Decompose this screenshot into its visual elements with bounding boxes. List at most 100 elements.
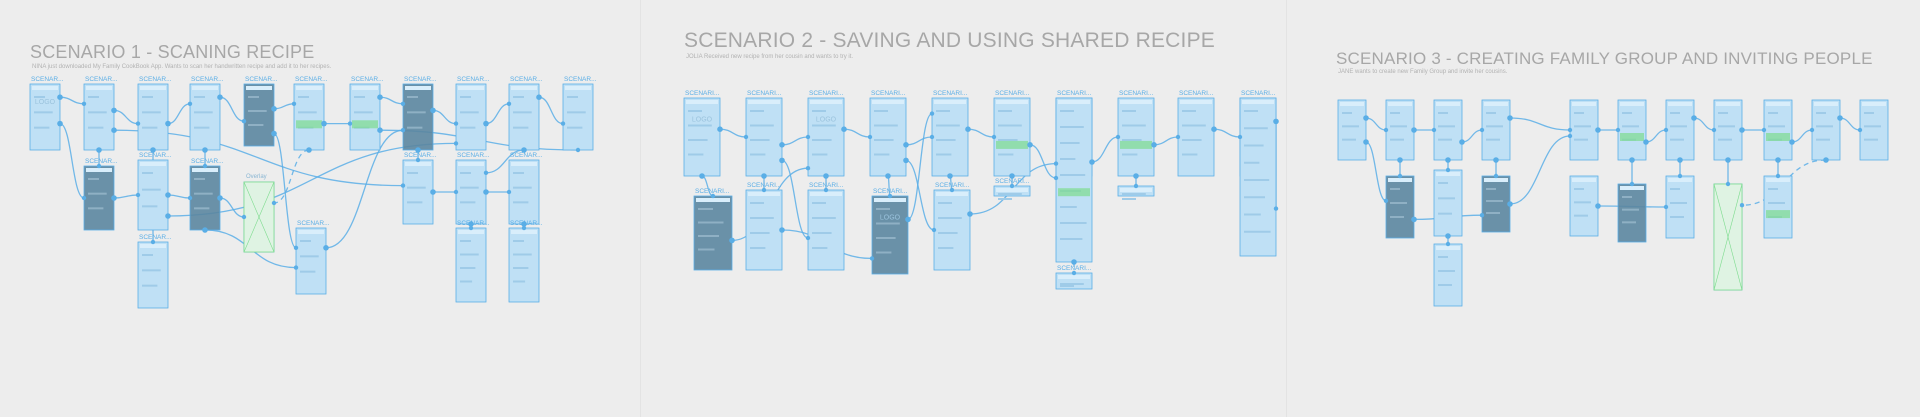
screen-header bbox=[192, 86, 218, 90]
screen-line bbox=[1122, 193, 1146, 195]
connector-node bbox=[1507, 201, 1513, 207]
screen-body bbox=[295, 227, 327, 295]
connector-node bbox=[165, 120, 171, 127]
screen-label: SCENAR... bbox=[297, 220, 330, 227]
screen-line bbox=[1622, 125, 1639, 128]
screen-line bbox=[1438, 182, 1448, 184]
screen-frame: SCENAR... bbox=[562, 76, 597, 151]
screen-frame: SCENARI... bbox=[993, 178, 1031, 200]
screen-frame: SCENAR... bbox=[508, 152, 543, 225]
screen-label: SCENARI... bbox=[1179, 90, 1214, 97]
connector-node bbox=[81, 101, 87, 107]
connector-node bbox=[1151, 142, 1157, 148]
screen-body bbox=[1665, 175, 1695, 239]
screen-label: SCENARI... bbox=[1119, 90, 1154, 97]
screen-header bbox=[140, 162, 166, 166]
connector-node bbox=[1211, 126, 1217, 132]
connector-node bbox=[217, 94, 223, 100]
screen-line bbox=[513, 201, 529, 204]
screen-header bbox=[511, 86, 537, 90]
connector-node bbox=[1567, 133, 1573, 139]
connector-node bbox=[468, 225, 474, 231]
screen-line bbox=[460, 126, 476, 129]
flow-connector bbox=[379, 96, 404, 105]
screen-line bbox=[298, 111, 317, 114]
screen-line bbox=[407, 126, 423, 129]
screen-frame bbox=[1055, 97, 1093, 263]
connector-node bbox=[1809, 127, 1815, 133]
screen-header bbox=[1058, 100, 1090, 104]
screen-label: SCENAR... bbox=[351, 76, 384, 83]
screen-body bbox=[83, 165, 115, 231]
flow-connector bbox=[781, 136, 809, 146]
screen-line bbox=[1670, 112, 1680, 114]
screen-header bbox=[1388, 178, 1412, 182]
screen-line bbox=[1244, 110, 1258, 112]
screen-header bbox=[246, 86, 272, 90]
screen-line bbox=[998, 198, 1012, 200]
screen-body bbox=[508, 83, 540, 151]
screen-line bbox=[1816, 125, 1833, 128]
screen-line bbox=[1438, 256, 1448, 258]
connector-node bbox=[271, 106, 277, 112]
screen-body bbox=[562, 83, 594, 151]
highlight-bar bbox=[352, 120, 378, 129]
screen-label: SCENAR... bbox=[139, 76, 172, 83]
screen-frame: SCENARI... bbox=[745, 90, 783, 177]
screen-label: SCENARI... bbox=[747, 90, 782, 97]
screen-body bbox=[1763, 175, 1793, 239]
screen-header bbox=[511, 230, 537, 234]
screen-line bbox=[567, 111, 586, 114]
screen-body bbox=[349, 83, 381, 151]
screen-body bbox=[29, 83, 61, 151]
flow-connector bbox=[1645, 129, 1667, 143]
screen-line bbox=[1390, 125, 1407, 128]
screen-body bbox=[189, 83, 221, 151]
connector-node bbox=[1789, 139, 1795, 145]
screen-label: SCENARI... bbox=[747, 182, 782, 189]
screen-line bbox=[460, 111, 479, 114]
connector-node bbox=[1629, 157, 1635, 163]
screen-line bbox=[194, 126, 210, 129]
screen-body bbox=[189, 165, 221, 231]
screen-line bbox=[1486, 112, 1496, 114]
screen-line bbox=[750, 202, 764, 204]
screen-line bbox=[88, 96, 99, 98]
connector-node bbox=[1493, 173, 1499, 179]
scenario-1-subtitle: NINA just downloaded My Family CookBook … bbox=[32, 64, 332, 70]
screen-header bbox=[1572, 102, 1596, 106]
screen-header bbox=[1766, 102, 1790, 106]
connector-node bbox=[81, 195, 87, 201]
scenario-2-subtitle: JOLIA Received new recipe from her cousi… bbox=[686, 54, 854, 60]
screen-line bbox=[1670, 188, 1680, 190]
screen-body bbox=[745, 97, 783, 177]
screen-line bbox=[1060, 142, 1080, 144]
connector-node bbox=[1775, 173, 1781, 179]
screen-header bbox=[192, 168, 218, 172]
screen-line bbox=[688, 110, 702, 112]
screen-label: SCENAR... bbox=[191, 158, 224, 165]
connector-node bbox=[377, 94, 383, 100]
screen-line bbox=[1182, 153, 1198, 156]
screen-header bbox=[1668, 102, 1692, 106]
connector-node bbox=[306, 147, 312, 153]
screen-line bbox=[1060, 283, 1084, 285]
screen-line bbox=[298, 96, 309, 98]
screen-line bbox=[938, 247, 954, 249]
screen-line bbox=[1816, 112, 1826, 114]
screen-line bbox=[938, 232, 958, 234]
screen-label: SCENARI... bbox=[995, 178, 1030, 185]
screen-label: SCENAR... bbox=[457, 152, 490, 159]
screen-line bbox=[698, 235, 719, 237]
overlay-label: Overlay bbox=[246, 174, 267, 180]
screen-line bbox=[1670, 202, 1687, 204]
screen-frame: SCENAR... bbox=[243, 76, 278, 147]
screen-line bbox=[1122, 139, 1142, 141]
connector-node bbox=[1445, 157, 1451, 163]
connector-node bbox=[575, 147, 581, 153]
screen-frame bbox=[1617, 99, 1647, 161]
screen-line bbox=[34, 111, 53, 114]
connector-node bbox=[271, 200, 277, 206]
screen-label: SCENAR... bbox=[457, 76, 490, 83]
screen-label: SCENARI... bbox=[933, 90, 968, 97]
